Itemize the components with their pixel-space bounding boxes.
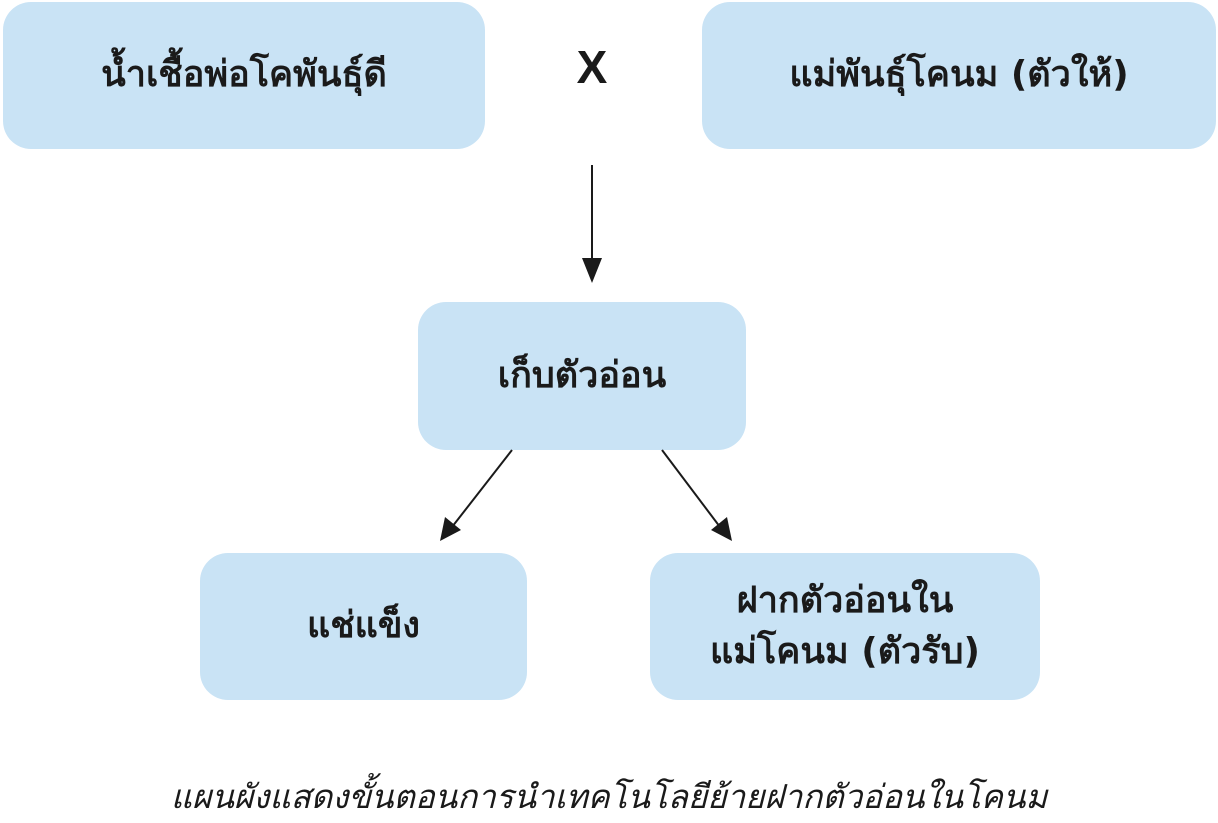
arrow-embryo-to-transfer xyxy=(661,449,732,541)
embryo-transfer-line-2: แม่โคนม (ตัวรับ) xyxy=(710,630,980,672)
embryo-collection-label: เก็บตัวอ่อน xyxy=(497,354,667,396)
diagram-caption: แผนผังแสดงขั้นตอนการนำเทคโนโลยีย้ายฝากตั… xyxy=(170,777,1048,816)
semen-label: น้ำเชื้อพ่อโคพันธุ์ดี xyxy=(101,54,387,96)
arrow-cross-to-embryo xyxy=(582,165,602,283)
semen-box: น้ำเชื้อพ่อโคพันธุ์ดี xyxy=(3,2,485,149)
freeze-label: แช่แข็ง xyxy=(306,605,421,647)
embryo-transfer-box: ฝากตัวอ่อนใน แม่โคนม (ตัวรับ) xyxy=(650,553,1040,700)
arrow-embryo-to-freeze xyxy=(440,449,513,541)
freeze-box: แช่แข็ง xyxy=(200,553,527,700)
embryo-collection-box: เก็บตัวอ่อน xyxy=(418,302,746,450)
donor-mother-box: แม่พันธุ์โคนม (ตัวให้) xyxy=(702,2,1216,149)
embryo-transfer-label: ฝากตัวอ่อนใน แม่โคนม (ตัวรับ) xyxy=(710,576,980,677)
donor-mother-label: แม่พันธุ์โคนม (ตัวให้) xyxy=(789,54,1129,96)
embryo-transfer-line-1: ฝากตัวอ่อนใน xyxy=(736,580,954,622)
cross-symbol: X xyxy=(576,41,608,93)
